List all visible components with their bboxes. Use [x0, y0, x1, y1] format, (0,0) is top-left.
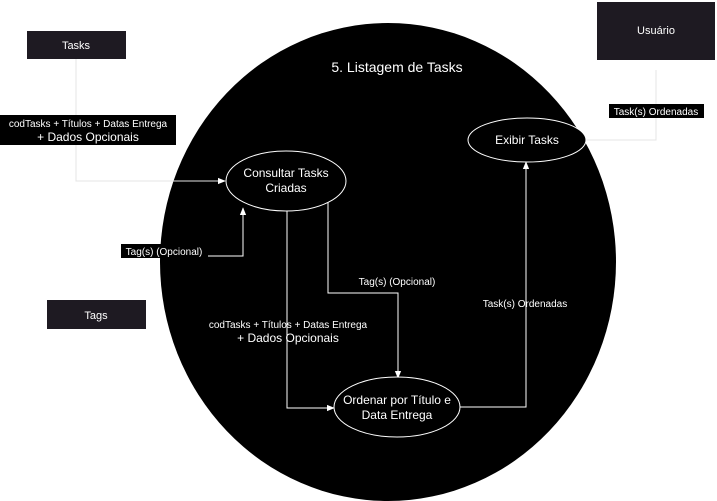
- entity-tasks[interactable]: Tasks: [27, 31, 126, 59]
- svg-text:codTasks + Títulos + Datas Ent: codTasks + Títulos + Datas Entrega: [209, 320, 368, 331]
- process-ordenar[interactable]: Ordenar por Título e Data Entrega: [333, 376, 461, 438]
- process-exibir-label: Exibir Tasks: [495, 133, 559, 147]
- process-title: 5. Listagem de Tasks: [331, 59, 462, 75]
- flow-consultar-to-ordenar-data: [286, 210, 335, 412]
- process-consultar-label-2: Criadas: [265, 181, 306, 195]
- entity-usuario[interactable]: Usuário: [597, 2, 715, 60]
- svg-text:Tag(s) (Opcional): Tag(s) (Opcional): [359, 277, 436, 288]
- entity-tags[interactable]: Tags: [47, 300, 146, 329]
- entity-usuario-label: Usuário: [637, 25, 675, 37]
- label-consultar-to-ordenar-tags: Tag(s) (Opcional): [359, 277, 436, 288]
- entity-tasks-label: Tasks: [62, 40, 91, 52]
- process-ordenar-label-2: Data Entrega: [362, 408, 433, 422]
- svg-text:+ Dados Opcionais: + Dados Opcionais: [237, 331, 339, 345]
- flow-ordenar-to-exibir: [460, 161, 530, 408]
- label-consultar-to-ordenar-data: codTasks + Títulos + Datas Entrega + Dad…: [209, 320, 368, 345]
- svg-text:Tag(s) (Opcional): Tag(s) (Opcional): [126, 247, 203, 258]
- label-tags-to-consultar: Tag(s) (Opcional): [121, 244, 208, 258]
- svg-text:Task(s) Ordenadas: Task(s) Ordenadas: [483, 299, 567, 310]
- process-exibir-tasks[interactable]: Exibir Tasks: [467, 117, 587, 163]
- label-tasks-to-consultar: codTasks + Títulos + Datas Entrega + Dad…: [0, 115, 176, 145]
- label-ordenar-to-exibir: Task(s) Ordenadas: [483, 299, 567, 310]
- entity-tags-label: Tags: [84, 310, 108, 322]
- svg-text:codTasks + Títulos + Datas Ent: codTasks + Títulos + Datas Entrega: [9, 119, 168, 130]
- svg-text:Task(s) Ordenadas: Task(s) Ordenadas: [614, 107, 698, 118]
- process-consultar-label-1: Consultar Tasks: [243, 166, 328, 180]
- flow-exibir-to-usuario: [586, 62, 660, 141]
- flow-tasks-to-consultar: [75, 59, 226, 185]
- svg-text:+ Dados Opcionais: + Dados Opcionais: [37, 130, 139, 144]
- label-exibir-to-usuario: Task(s) Ordenadas: [609, 104, 704, 118]
- process-consultar-tasks[interactable]: Consultar Tasks Criadas: [225, 150, 347, 212]
- flow-consultar-to-ordenar-tags: [327, 202, 402, 379]
- process-ordenar-label-1: Ordenar por Título e: [343, 393, 451, 407]
